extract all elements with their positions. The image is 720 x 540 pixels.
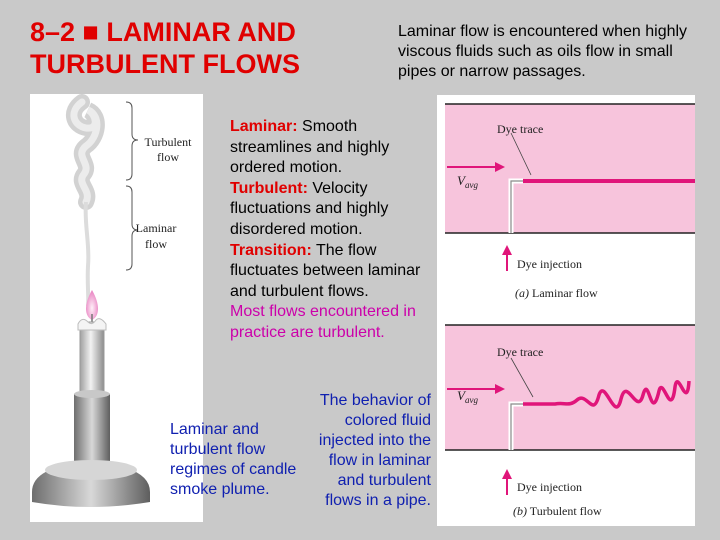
candle-holder bbox=[74, 394, 110, 472]
laminar-flow-label-2: flow bbox=[145, 237, 167, 251]
turbulent-smoke-plume bbox=[65, 94, 105, 210]
turbulent-flow-caption: (b) Turbulent flow bbox=[513, 504, 602, 518]
transition-term: Transition: bbox=[230, 241, 312, 259]
pipe-flow-figure: Dye trace Vavg Dye injection (a) Laminar… bbox=[437, 95, 695, 526]
laminar-viscous-note: Laminar flow is encountered when highly … bbox=[398, 23, 688, 80]
laminar-dye-trace-label: Dye trace bbox=[497, 122, 543, 136]
pipe-flow-illustration: Dye trace Vavg Dye injection (a) Laminar… bbox=[445, 103, 695, 518]
turbulent-dye-trace-line bbox=[523, 380, 691, 409]
pipe-figure-caption: The behavior of colored fluid injected i… bbox=[318, 392, 431, 509]
laminar-pipe-diagram bbox=[445, 103, 695, 271]
slide-title-line-1: 8–2 ■ LAMINAR AND bbox=[30, 17, 296, 47]
candle-illustration: Turbulent flow Laminar flow bbox=[32, 94, 193, 507]
turbulent-dye-injection-label: Dye injection bbox=[517, 480, 582, 494]
turbulent-flow-label-1: Turbulent bbox=[145, 135, 193, 149]
turbulent-vavg-label: Vavg bbox=[457, 388, 478, 405]
laminar-definition: Smooth streamlines and highly ordered mo… bbox=[230, 118, 390, 177]
turbulent-flow-label-2: flow bbox=[157, 150, 179, 164]
turbulent-region-brace bbox=[125, 101, 139, 181]
turbulent-pipe-diagram bbox=[445, 324, 695, 495]
slide-title: 8–2 ■ LAMINAR AND TURBULENT FLOWS bbox=[30, 16, 390, 80]
candle-smoke-figure: Turbulent flow Laminar flow bbox=[30, 94, 203, 522]
laminar-vavg-label: Vavg bbox=[457, 173, 478, 190]
laminar-flow-caption: (a) Laminar flow bbox=[515, 286, 598, 300]
turbulent-dye-trace-label: Dye trace bbox=[497, 345, 543, 359]
laminar-term: Laminar: bbox=[230, 118, 298, 135]
turbulent-definition: Velocity fluctuations and highly disorde… bbox=[230, 179, 389, 238]
candle-figure-caption: Laminar and turbulent flow regimes of ca… bbox=[170, 421, 297, 498]
practice-note: Most flows encountered in practice are t… bbox=[230, 303, 416, 341]
laminar-smoke-stream bbox=[83, 201, 91, 307]
transition-definition: The flow fluctuates between laminar and … bbox=[230, 241, 421, 300]
laminar-dye-injection-label: Dye injection bbox=[517, 257, 582, 271]
flow-regime-definitions: Laminar: Smooth streamlines and highly o… bbox=[230, 117, 430, 344]
candle-flame bbox=[86, 290, 98, 320]
turbulent-term: Turbulent: bbox=[230, 179, 308, 197]
slide-title-line-2: TURBULENT FLOWS bbox=[30, 49, 300, 79]
laminar-flow-label-1: Laminar bbox=[136, 221, 177, 235]
laminar-region-brace bbox=[125, 185, 139, 271]
